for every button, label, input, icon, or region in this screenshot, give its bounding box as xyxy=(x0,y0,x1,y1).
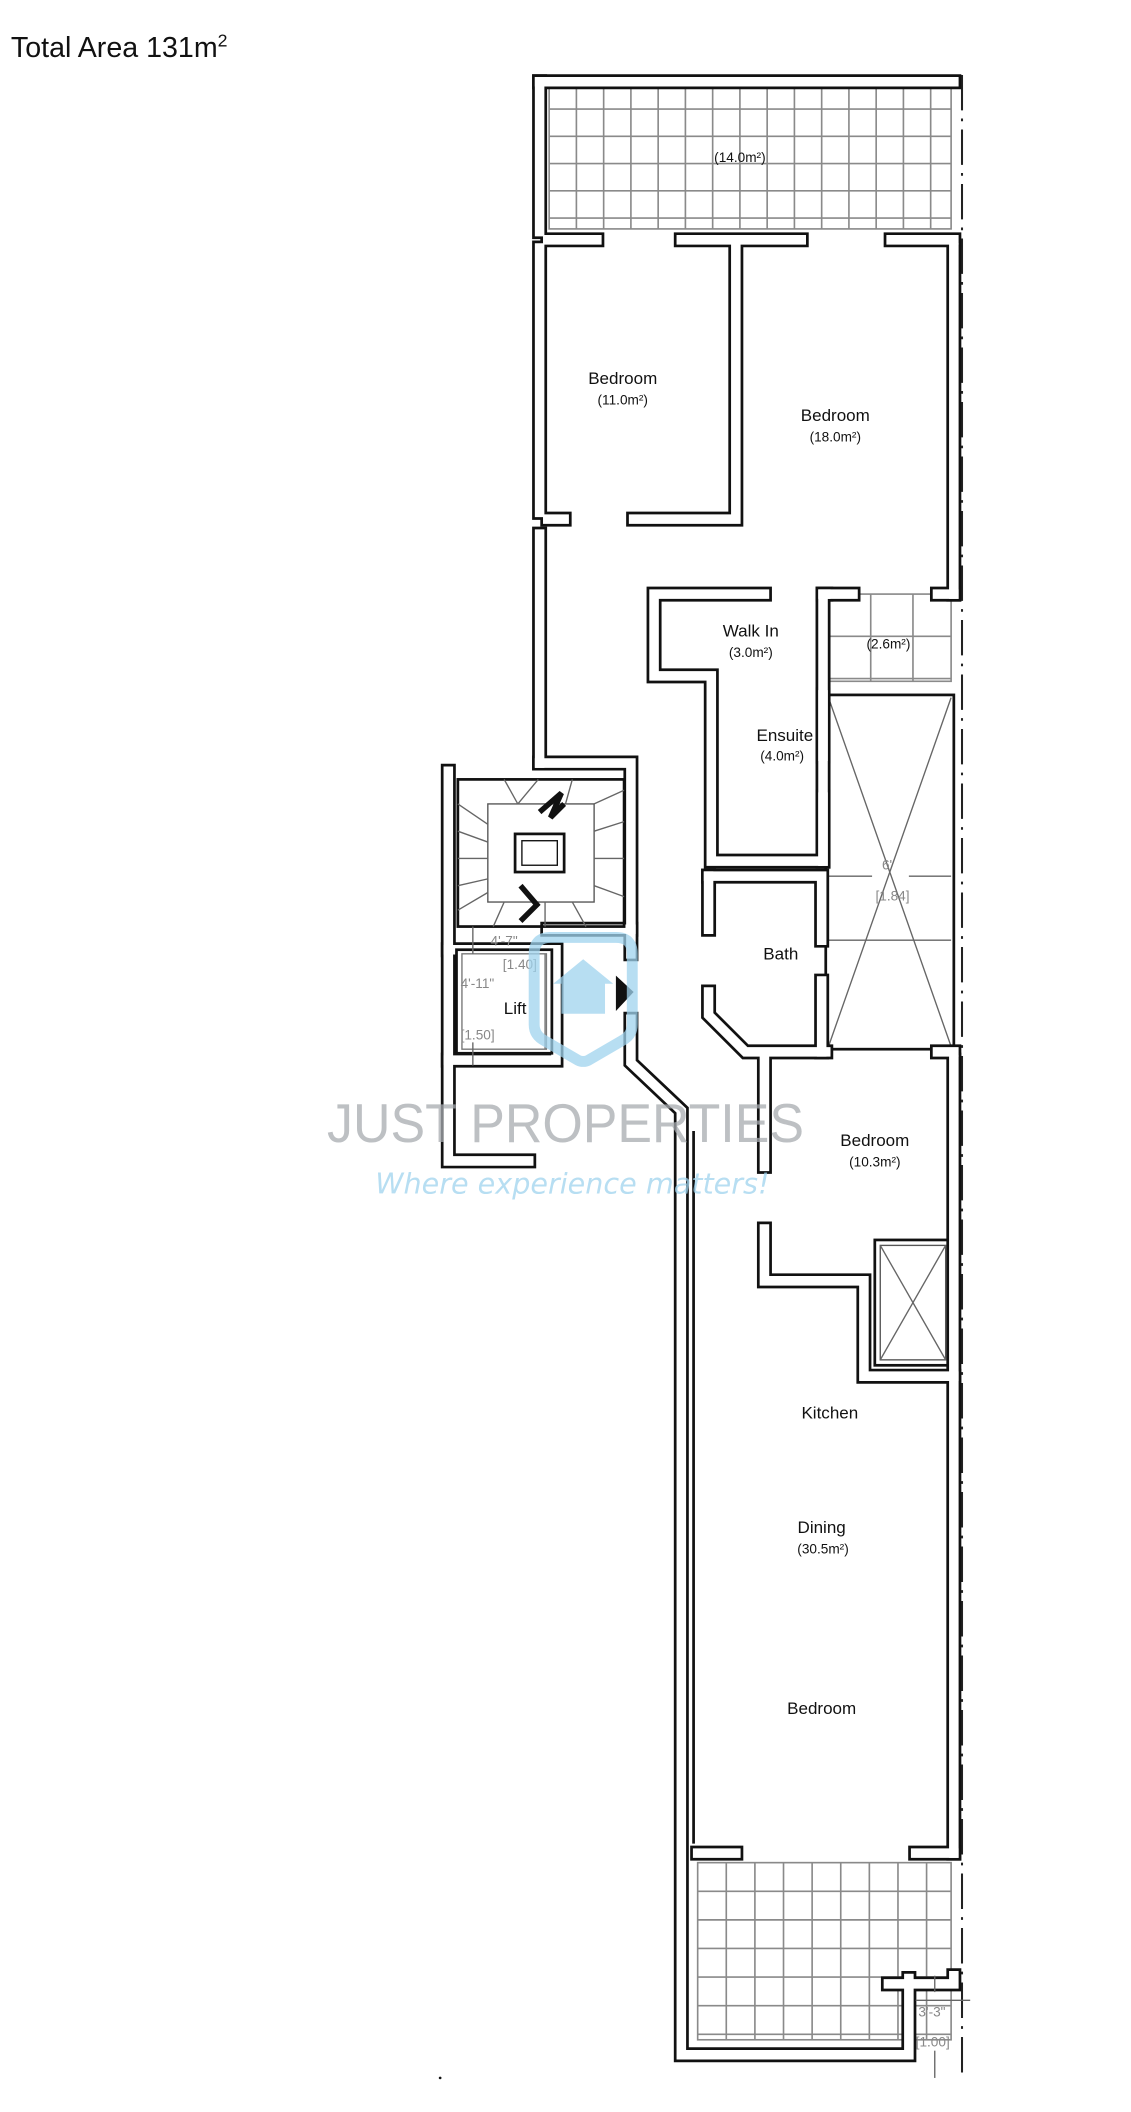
bedroom-2-label: Bedroom xyxy=(801,406,870,425)
watermark-brand: JUST PROPERTIES xyxy=(327,1093,804,1154)
bedroom-1-area: (11.0m²) xyxy=(598,393,648,408)
bedroom-1-label: Bedroom xyxy=(588,369,657,388)
bedroom-3-area: (10.3m²) xyxy=(849,1154,900,1169)
lift-width-metric: [1.40] xyxy=(503,957,537,972)
dining-label: Dining xyxy=(798,1518,846,1537)
wall-segment xyxy=(443,766,534,1166)
wall-segment xyxy=(701,984,834,1060)
wall-segment xyxy=(703,987,831,1057)
terrace-border xyxy=(696,1861,952,2041)
wall-segment xyxy=(534,758,636,959)
watermark: JUST PROPERTIES Where experience matters… xyxy=(327,932,804,1201)
lift-depth-imperial: 4'-11" xyxy=(461,976,495,991)
bedroom-3-label: Bedroom xyxy=(840,1131,909,1150)
bedroom-4-label: Bedroom xyxy=(787,1699,856,1718)
lift-depth-metric: [1.50] xyxy=(461,1028,495,1043)
terrace-dimension xyxy=(915,1975,971,2078)
wall-segment xyxy=(626,1014,914,2060)
lift-label: Lift xyxy=(504,999,527,1018)
ensuite-area: (4.0m²) xyxy=(760,748,804,763)
terrace-top xyxy=(548,80,952,230)
dining-area: (30.5m²) xyxy=(797,1541,848,1556)
terrace-width-imperial: 3'-3" xyxy=(918,2005,945,2020)
bedroom-2-area: (18.0m²) xyxy=(810,429,861,444)
wall-segment xyxy=(701,868,830,948)
lift-width-imperial: 4'-7" xyxy=(491,934,518,949)
stair-arrow-icon xyxy=(537,790,567,820)
wall-segment xyxy=(883,1970,959,1989)
lightwell-small xyxy=(873,1238,953,1367)
walls xyxy=(440,74,962,2063)
house-shield-logo xyxy=(528,932,638,1067)
plan-marker xyxy=(438,2076,442,2080)
wall-segment xyxy=(759,1224,959,1381)
wall-segment xyxy=(628,243,741,524)
staircase xyxy=(456,778,626,928)
walk-in-label: Walk In xyxy=(723,621,779,640)
walk-in-area: (3.0m²) xyxy=(729,645,773,660)
stair-arrow-icon xyxy=(518,883,541,924)
ensuite-label: Ensuite xyxy=(756,726,813,745)
lightwell-imperial: 6' xyxy=(882,857,892,872)
wall-segment xyxy=(703,871,827,945)
house-icon xyxy=(553,959,614,1014)
total-area-title: Total Area 131m2 xyxy=(11,30,228,64)
kitchen-label: Kitchen xyxy=(801,1403,858,1422)
terrace-top-area: (14.0m²) xyxy=(714,150,765,165)
lightwell-metric: [1.84] xyxy=(875,889,909,904)
wall-segment xyxy=(649,589,823,866)
bath-label: Bath xyxy=(763,944,798,963)
terrace-width-metric: [1.00] xyxy=(916,2035,950,2050)
terrace-small-area: (2.6m²) xyxy=(867,637,911,652)
entrance-arrow-icon xyxy=(615,975,634,1012)
watermark-tagline: Where experience matters! xyxy=(375,1167,769,1201)
